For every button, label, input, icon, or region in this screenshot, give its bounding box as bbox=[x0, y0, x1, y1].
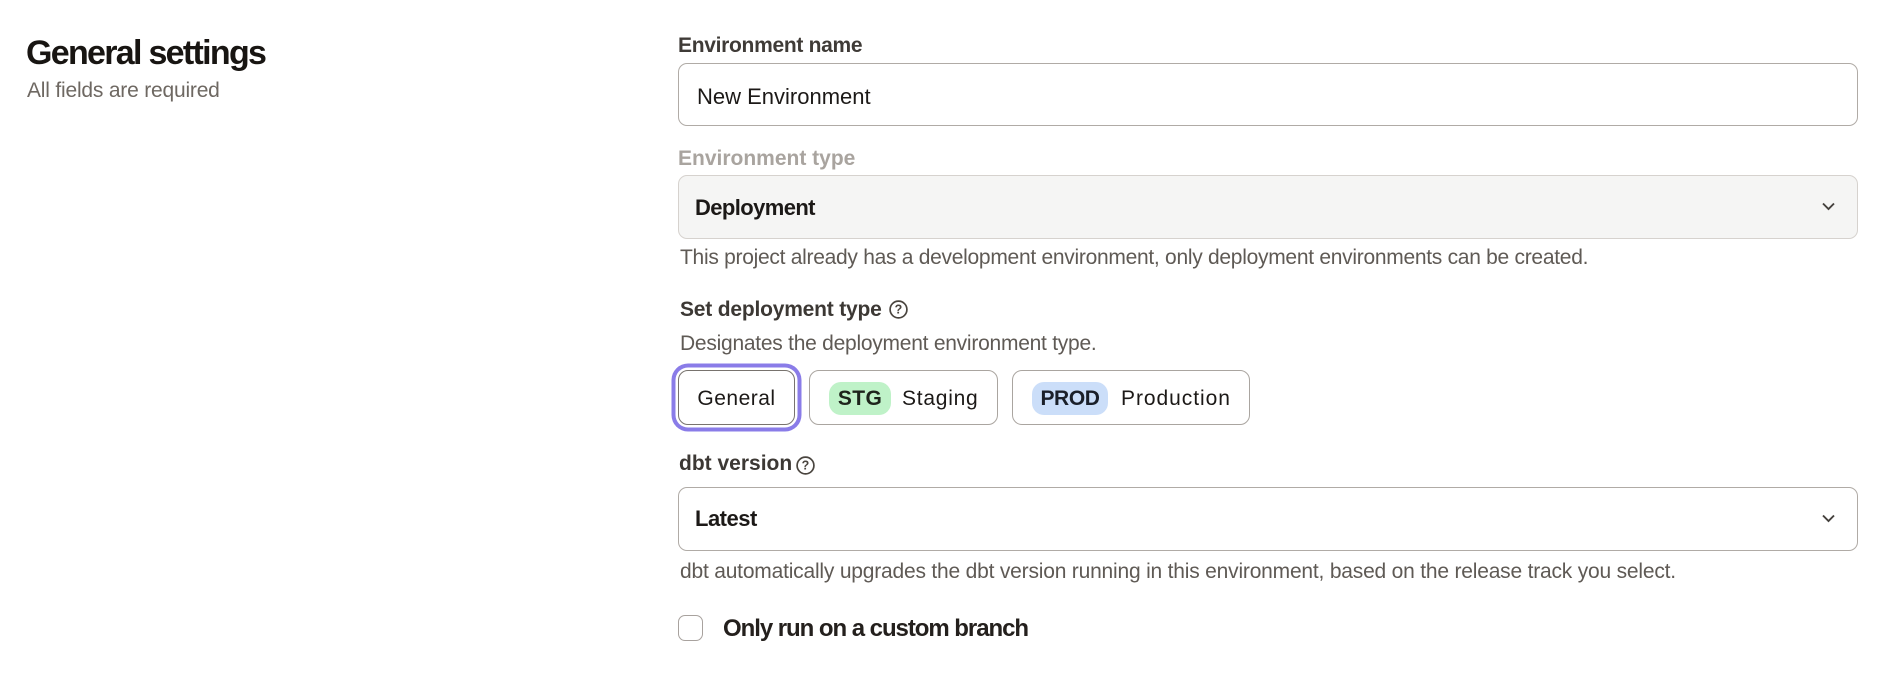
svg-text:?: ? bbox=[895, 303, 903, 317]
svg-text:?: ? bbox=[802, 459, 810, 473]
